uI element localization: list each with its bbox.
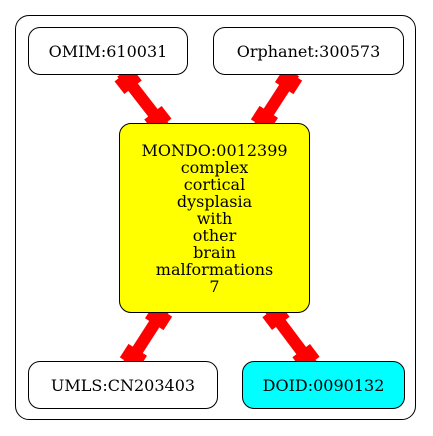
node-name-line: brain	[193, 242, 236, 262]
edge-end-cap	[274, 68, 303, 95]
node-label: Orphanet:300573	[236, 41, 381, 61]
node-name-line: malformations	[155, 259, 274, 279]
node-name-line: dysplasia	[176, 191, 253, 211]
node-doid-0090132[interactable]: DOID:0090132	[242, 361, 405, 409]
node-umls-cn203403[interactable]: UMLS:CN203403	[28, 361, 218, 409]
node-label: DOID:0090132	[262, 375, 385, 395]
node-label: OMIM:610031	[48, 41, 168, 61]
graph-cluster-border	[15, 15, 416, 420]
node-name-line: complex	[180, 157, 249, 177]
node-name-line: with	[196, 208, 233, 228]
node-omim-610031[interactable]: OMIM:610031	[28, 27, 188, 75]
node-name-line: 7	[209, 276, 220, 296]
node-id-label: MONDO:0012399	[141, 140, 288, 160]
node-label: UMLS:CN203403	[50, 375, 196, 395]
node-mondo-0012399[interactable]: MONDO:0012399 complex cortical dysplasia…	[119, 123, 310, 313]
node-orphanet-300573[interactable]: Orphanet:300573	[213, 27, 404, 75]
node-name-line: cortical	[183, 174, 246, 194]
node-name-line: other	[192, 225, 237, 245]
